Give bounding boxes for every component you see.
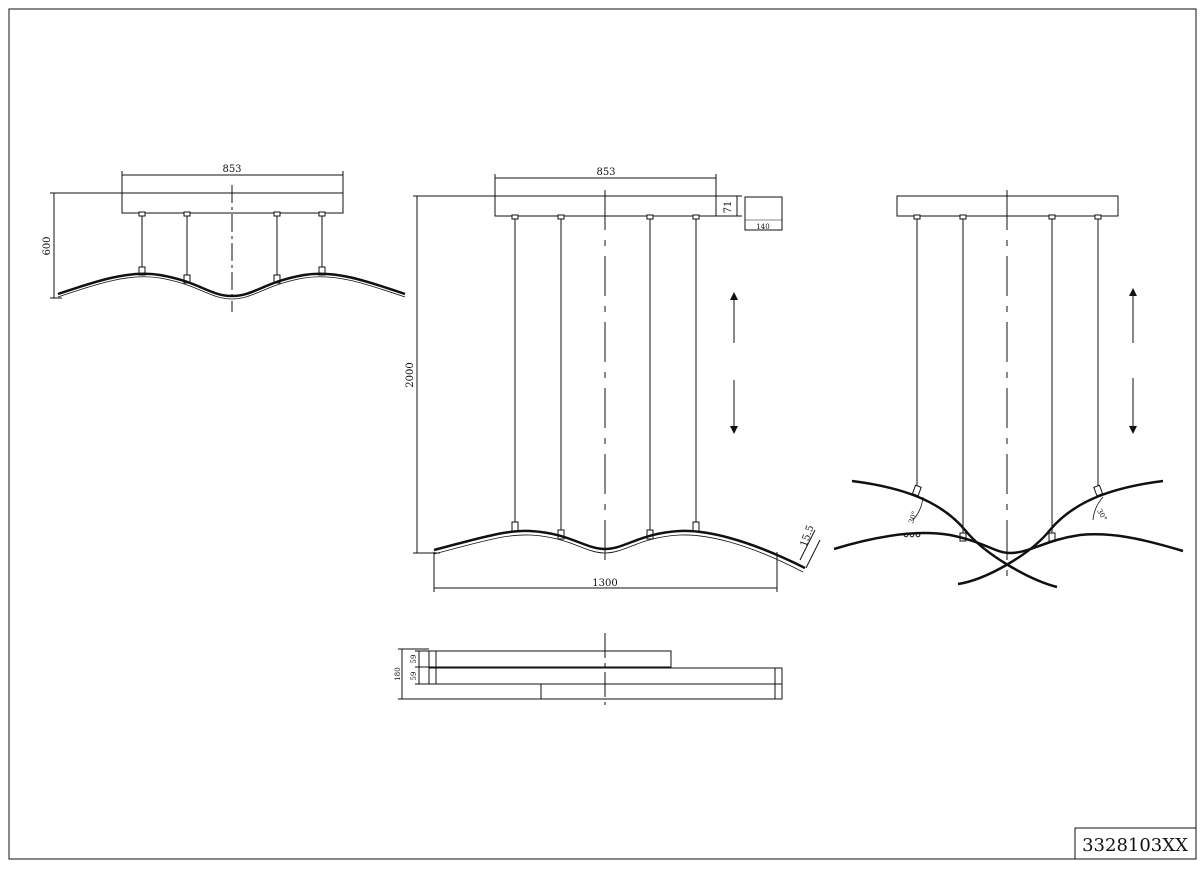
sheet-frame	[8, 8, 1197, 860]
dim-label-overall-depth: 180	[394, 667, 402, 680]
view-plan	[398, 633, 783, 705]
dim-label-canopy-width: 853	[596, 167, 615, 178]
product-code: 3328103XX	[1082, 835, 1188, 856]
view-tilted	[833, 190, 1184, 589]
horizontal-bar	[833, 531, 1184, 555]
plan-arm-bottom	[540, 683, 783, 700]
tilted-bar-right	[957, 479, 1164, 586]
dim-label-max-height: 2000	[405, 362, 416, 387]
angle-label-right: 30°	[1095, 508, 1108, 523]
dim-label-arm-depth-1: 59	[410, 655, 418, 664]
dim-label-canopy-depth: 140	[756, 223, 769, 231]
angle-label-left: 30°	[907, 510, 919, 524]
wave-bar	[57, 272, 406, 298]
view-min-height	[50, 171, 406, 312]
plan-arm-top	[428, 650, 672, 668]
dim-label-bar-thickness: 15.5	[799, 524, 817, 549]
wave-bar	[433, 529, 806, 570]
view-max-height	[413, 174, 821, 592]
dim-label-arm-depth-2: 59	[410, 672, 418, 681]
product-code-box	[1074, 827, 1197, 860]
dim-label-canopy-thickness: 71	[723, 201, 734, 214]
dim-label-luminaire-width: 1300	[592, 578, 617, 589]
dim-label-min-height: 600	[42, 236, 53, 255]
canopy-side	[744, 196, 783, 231]
dim-label-width-top: 853	[222, 164, 241, 175]
tilted-bar-left	[851, 479, 1058, 589]
